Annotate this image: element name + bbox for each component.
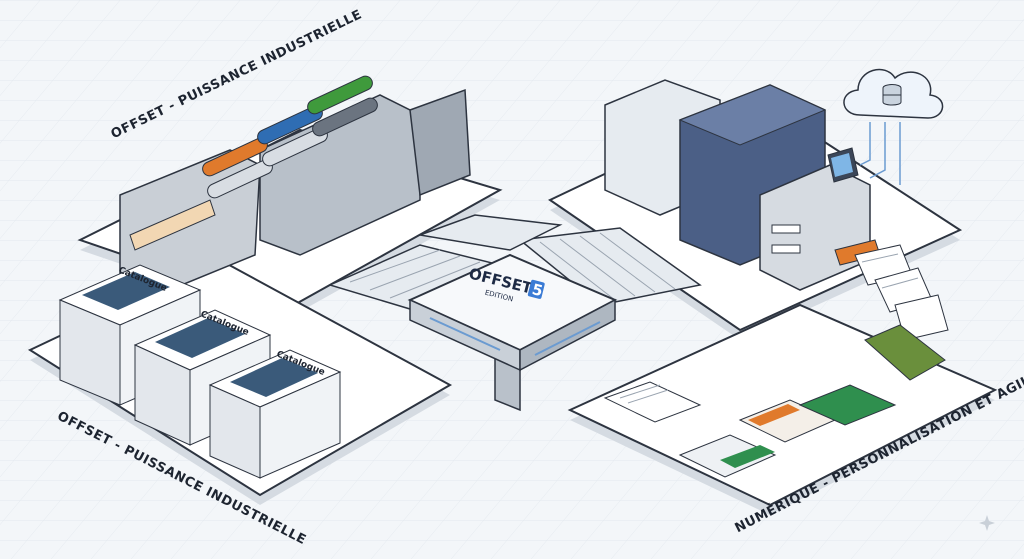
digital-products [603, 324, 946, 478]
digital-press [604, 79, 881, 291]
cloud-database-icon [843, 68, 944, 185]
sparkle-icon [979, 515, 995, 531]
conveyor-right [518, 227, 702, 306]
catalogue-stack: Catalogue [208, 349, 342, 479]
offset-press [119, 75, 471, 301]
hub-brand-number: 5 [530, 280, 544, 300]
offset5-hub: OFFSET 5 EDITION [407, 253, 618, 412]
catalogue-stacks: Catalogue Catalogue Catalogue [58, 264, 342, 479]
paper-stream [854, 244, 949, 341]
conveyor-top [417, 214, 563, 251]
ink-rollers [202, 75, 378, 199]
